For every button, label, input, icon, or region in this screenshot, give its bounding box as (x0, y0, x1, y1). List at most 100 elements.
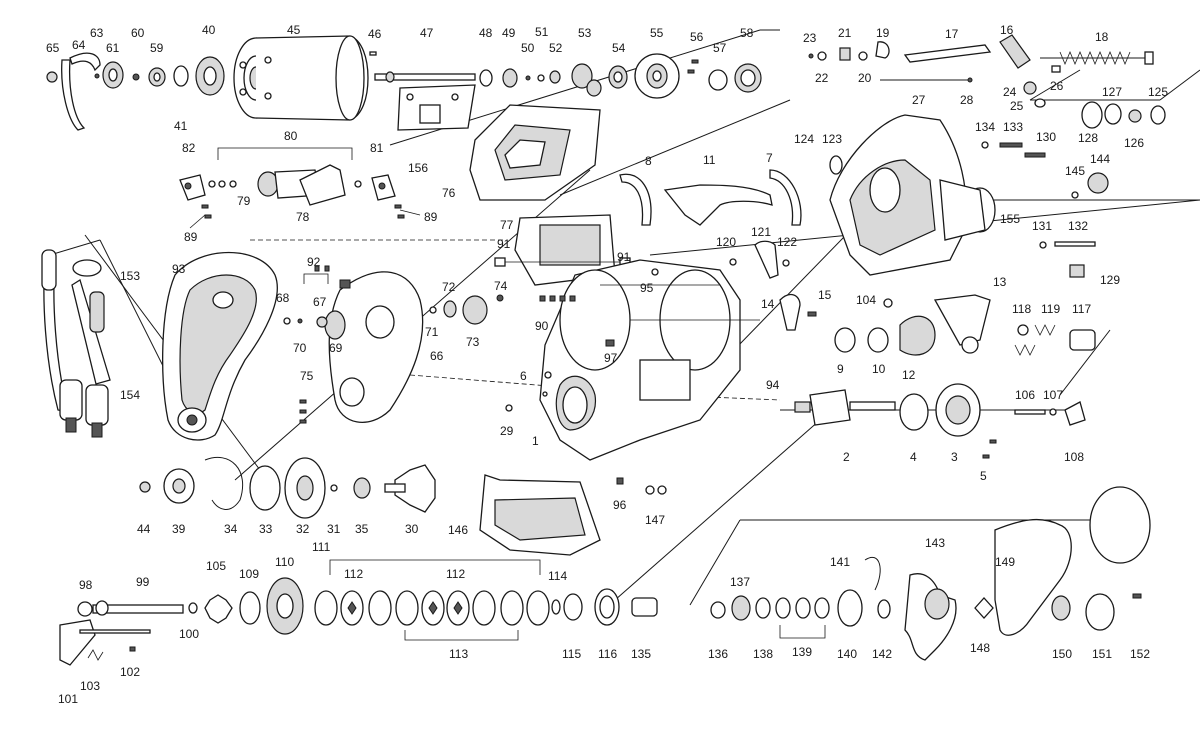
frame-1 (505, 259, 760, 461)
label-142: 142 (872, 647, 892, 661)
label-100: 100 (179, 627, 199, 641)
side-bracket-153-154 (41, 249, 111, 438)
label-29: 29 (500, 424, 514, 438)
upper-cover (397, 84, 601, 201)
label-80: 80 (284, 129, 298, 143)
label-105: 105 (206, 559, 226, 573)
label-156: 156 (408, 161, 428, 175)
label-124: 124 (794, 132, 814, 146)
label-153: 153 (120, 269, 140, 283)
label-129: 129 (1100, 273, 1120, 287)
label-98: 98 (79, 578, 93, 592)
label-125: 125 (1148, 85, 1168, 99)
label-4: 4 (910, 450, 917, 464)
label-145: 145 (1065, 164, 1085, 178)
label-82: 82 (182, 141, 196, 155)
label-71: 71 (425, 325, 439, 339)
label-26: 26 (1050, 79, 1064, 93)
label-110: 110 (275, 555, 294, 569)
label-150: 150 (1052, 647, 1072, 661)
label-68: 68 (276, 291, 290, 305)
pinion-assembly (794, 383, 1086, 459)
label-93: 93 (172, 262, 186, 276)
label-55: 55 (650, 26, 664, 40)
label-13: 13 (993, 275, 1007, 289)
label-133: 133 (1003, 120, 1023, 134)
label-65: 65 (46, 41, 60, 55)
bottom-row-left (59, 577, 658, 666)
label-114: 114 (548, 569, 567, 583)
label-76: 76 (442, 186, 456, 200)
label-109: 109 (239, 567, 259, 581)
label-106: 106 (1015, 388, 1035, 402)
label-123: 123 (822, 132, 842, 146)
label-10: 10 (872, 362, 886, 376)
label-61: 61 (106, 41, 120, 55)
label-22: 22 (815, 71, 829, 85)
part-labels: 65 64 63 61 60 59 40 41 45 46 47 48 49 5… (46, 23, 1168, 706)
label-72: 72 (442, 280, 456, 294)
label-131: 131 (1032, 219, 1052, 233)
label-27: 27 (912, 93, 926, 107)
label-91b: 91 (617, 250, 631, 264)
label-45: 45 (287, 23, 301, 37)
level-wind-group (808, 34, 1166, 129)
label-99: 99 (136, 575, 150, 589)
label-39: 39 (172, 522, 186, 536)
label-97: 97 (604, 351, 618, 365)
label-41: 41 (174, 119, 188, 133)
label-155: 155 (1000, 212, 1020, 226)
base-146 (479, 474, 667, 556)
label-148: 148 (970, 641, 990, 655)
label-126: 126 (1124, 136, 1144, 150)
label-24: 24 (1003, 85, 1017, 99)
label-70: 70 (293, 341, 307, 355)
label-92: 92 (307, 255, 321, 269)
label-31: 31 (327, 522, 341, 536)
label-95: 95 (640, 281, 654, 295)
frame-bars (619, 169, 802, 226)
label-108: 108 (1064, 450, 1084, 464)
label-66: 66 (430, 349, 444, 363)
label-44: 44 (137, 522, 151, 536)
label-79: 79 (237, 194, 251, 208)
clutch-cam-group (729, 240, 1096, 356)
label-2: 2 (843, 450, 850, 464)
label-51: 51 (535, 25, 549, 39)
label-113: 113 (449, 647, 468, 661)
label-102: 102 (120, 665, 140, 679)
side-cover-155 (829, 114, 1109, 278)
label-121: 121 (751, 225, 771, 239)
label-139: 139 (792, 645, 812, 659)
label-32: 32 (296, 522, 310, 536)
label-119: 119 (1041, 302, 1060, 316)
label-146: 146 (448, 523, 468, 537)
label-8: 8 (645, 154, 652, 168)
label-16: 16 (1000, 23, 1014, 37)
label-7: 7 (766, 151, 773, 165)
label-20: 20 (858, 71, 872, 85)
label-6: 6 (520, 369, 527, 383)
side-plate-93 (162, 251, 278, 441)
label-21: 21 (838, 26, 852, 40)
label-111: 111 (312, 540, 331, 554)
label-48: 48 (479, 26, 493, 40)
label-134: 134 (975, 120, 995, 134)
label-23: 23 (803, 31, 817, 45)
label-130: 130 (1036, 130, 1056, 144)
label-30: 30 (405, 522, 419, 536)
label-77: 77 (500, 218, 514, 232)
label-103: 103 (80, 679, 100, 693)
label-135: 135 (631, 647, 651, 661)
label-33: 33 (259, 522, 273, 536)
label-122: 122 (777, 235, 797, 249)
label-115: 115 (562, 647, 581, 661)
label-132: 132 (1068, 219, 1088, 233)
label-90: 90 (535, 319, 549, 333)
clutch-plate-66 (283, 265, 504, 424)
label-104: 104 (856, 293, 876, 307)
label-67: 67 (313, 295, 327, 309)
label-9: 9 (837, 362, 844, 376)
label-28: 28 (960, 93, 974, 107)
label-34: 34 (224, 522, 238, 536)
